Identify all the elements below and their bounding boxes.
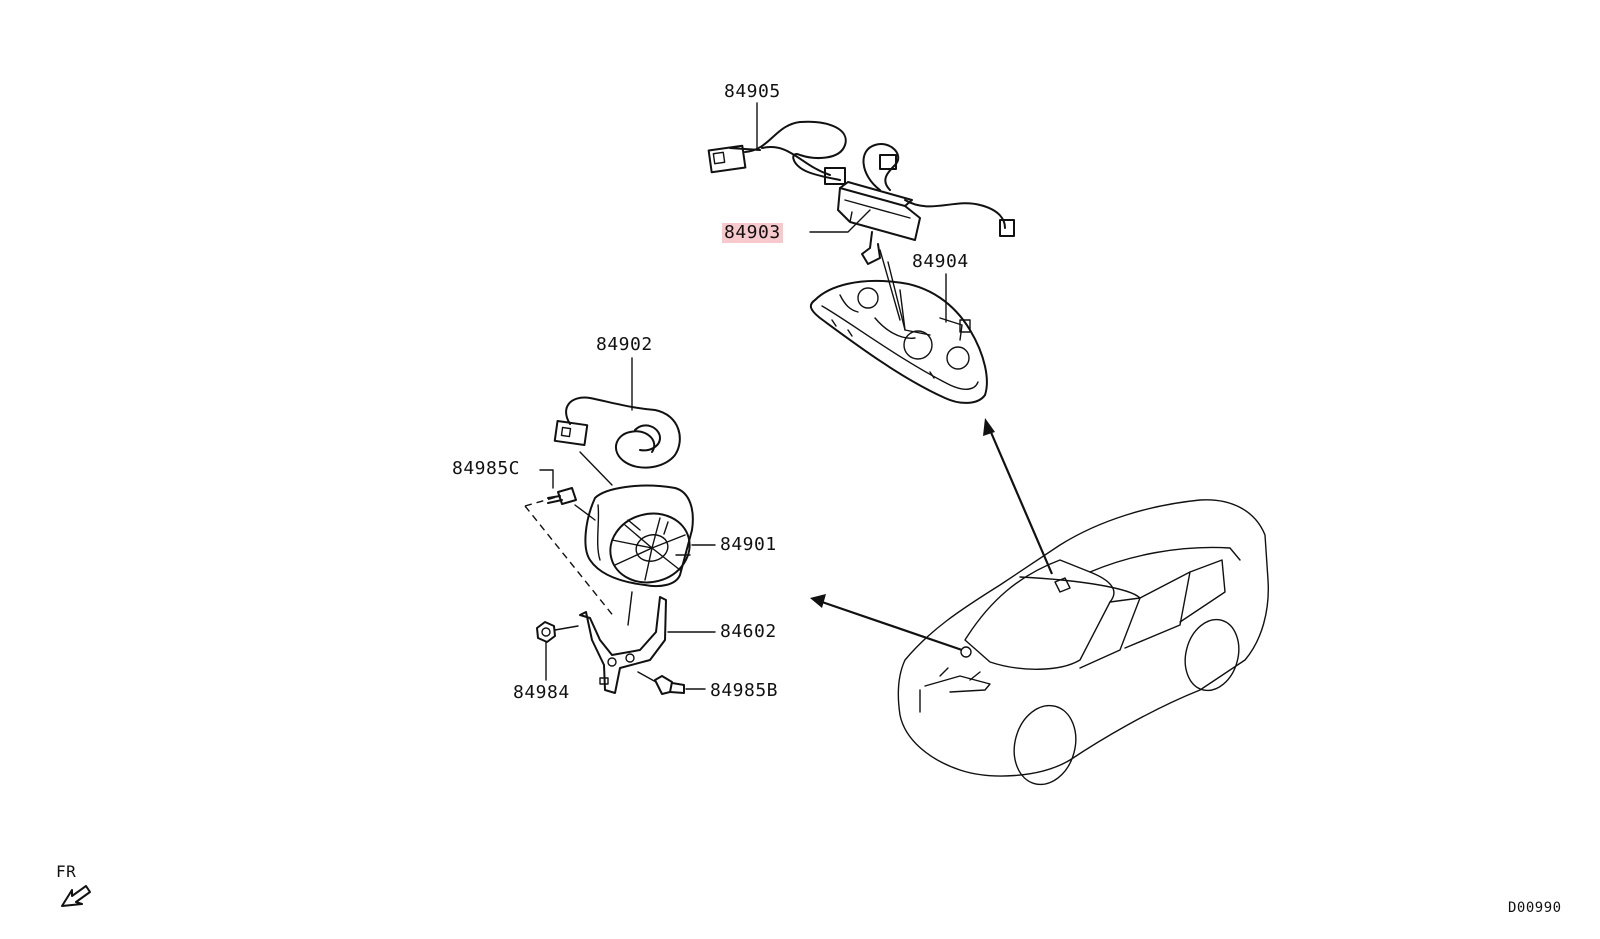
- callout-84985b[interactable]: 84985B: [710, 680, 779, 701]
- horn-siren-84901[interactable]: [584, 484, 716, 626]
- connector-harness-84902[interactable]: [553, 357, 681, 486]
- callout-84905[interactable]: 84905: [724, 81, 781, 102]
- callout-84901[interactable]: 84901: [720, 534, 777, 555]
- callout-84602[interactable]: 84602: [720, 621, 777, 642]
- bracket-84602[interactable]: [579, 596, 716, 694]
- callout-84985c[interactable]: 84985C: [452, 458, 521, 479]
- callout-84902[interactable]: 84902: [596, 334, 653, 355]
- bolt-84985c[interactable]: [524, 469, 616, 619]
- bolt-84985b[interactable]: [637, 671, 706, 695]
- arrow-to-roof-module: [983, 418, 1054, 575]
- front-orientation-arrow: [61, 885, 91, 907]
- callout-84904[interactable]: 84904: [912, 251, 969, 272]
- housing-84904[interactable]: [809, 279, 988, 404]
- orientation-label: FR: [56, 862, 77, 881]
- wire-harness-84905[interactable]: [707, 120, 1015, 237]
- diagram-code: D00990: [1508, 900, 1562, 916]
- control-module-84903[interactable]: [837, 181, 921, 331]
- vehicle-outline: [897, 499, 1270, 786]
- callout-84903[interactable]: 84903: [722, 222, 783, 243]
- leader-lines-upper: [756, 102, 947, 323]
- arrow-to-horn: [810, 594, 963, 652]
- callout-84984[interactable]: 84984: [513, 682, 570, 703]
- nut-84984[interactable]: [536, 621, 579, 681]
